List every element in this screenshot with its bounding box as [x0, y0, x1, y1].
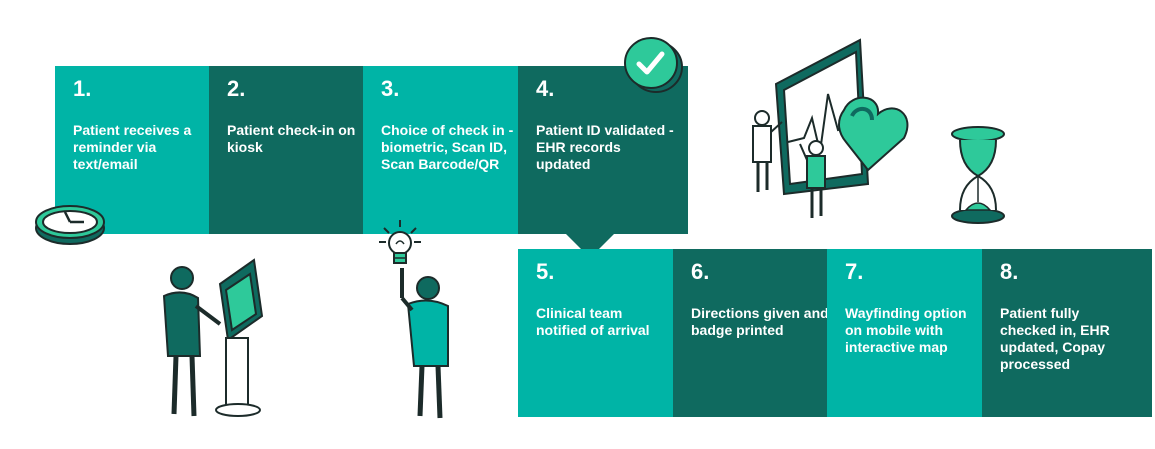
- step-7-number: 7.: [845, 259, 864, 284]
- step-6-text: Directions given and badge printed: [691, 305, 829, 338]
- step-5-box: 5. Clinical team notified of arrival: [518, 249, 712, 417]
- step-7-box: 7. Wayfinding option on mobile with inte…: [827, 249, 1021, 417]
- step-8-text: Patient fully checked in, EHR updated, C…: [1000, 305, 1110, 372]
- step-2-box: 2. Patient check-in on kiosk: [209, 66, 403, 234]
- step-1-number: 1.: [73, 76, 92, 101]
- kiosk-icon: [162, 258, 264, 417]
- checkmark-badge-icon: [624, 37, 683, 93]
- step-6-number: 6.: [691, 259, 710, 284]
- step-3-text: Choice of check in - biometric, Scan ID,…: [381, 122, 514, 172]
- step-1-text: Patient receives a reminder via text/ema…: [73, 122, 192, 172]
- step-5-number: 5.: [536, 259, 555, 284]
- hourglass-icon: [951, 126, 1005, 224]
- heart-monitor-icon: [752, 38, 909, 218]
- person-icon: [400, 268, 449, 419]
- step-4-box: 4. Patient ID validated - EHR records up…: [518, 66, 688, 258]
- step-5-text: Clinical team notified of arrival: [536, 305, 650, 338]
- step-4-number: 4.: [536, 76, 555, 101]
- step-3-box: 3. Choice of check in - biometric, Scan …: [363, 66, 557, 234]
- lightbulb-icon: [379, 220, 421, 264]
- step-2-number: 2.: [227, 76, 246, 101]
- step-8-box: 8. Patient fully checked in, EHR updated…: [982, 249, 1152, 417]
- step-7-text: Wayfinding option on mobile with interac…: [845, 305, 967, 355]
- step-8-number: 8.: [1000, 259, 1019, 284]
- step-4-text: Patient ID validated - EHR records updat…: [536, 122, 674, 172]
- step-2-text: Patient check-in on kiosk: [227, 122, 356, 155]
- step-3-number: 3.: [381, 76, 400, 101]
- clock-icon: [35, 205, 105, 245]
- step-6-box: 6. Directions given and badge printed: [673, 249, 867, 417]
